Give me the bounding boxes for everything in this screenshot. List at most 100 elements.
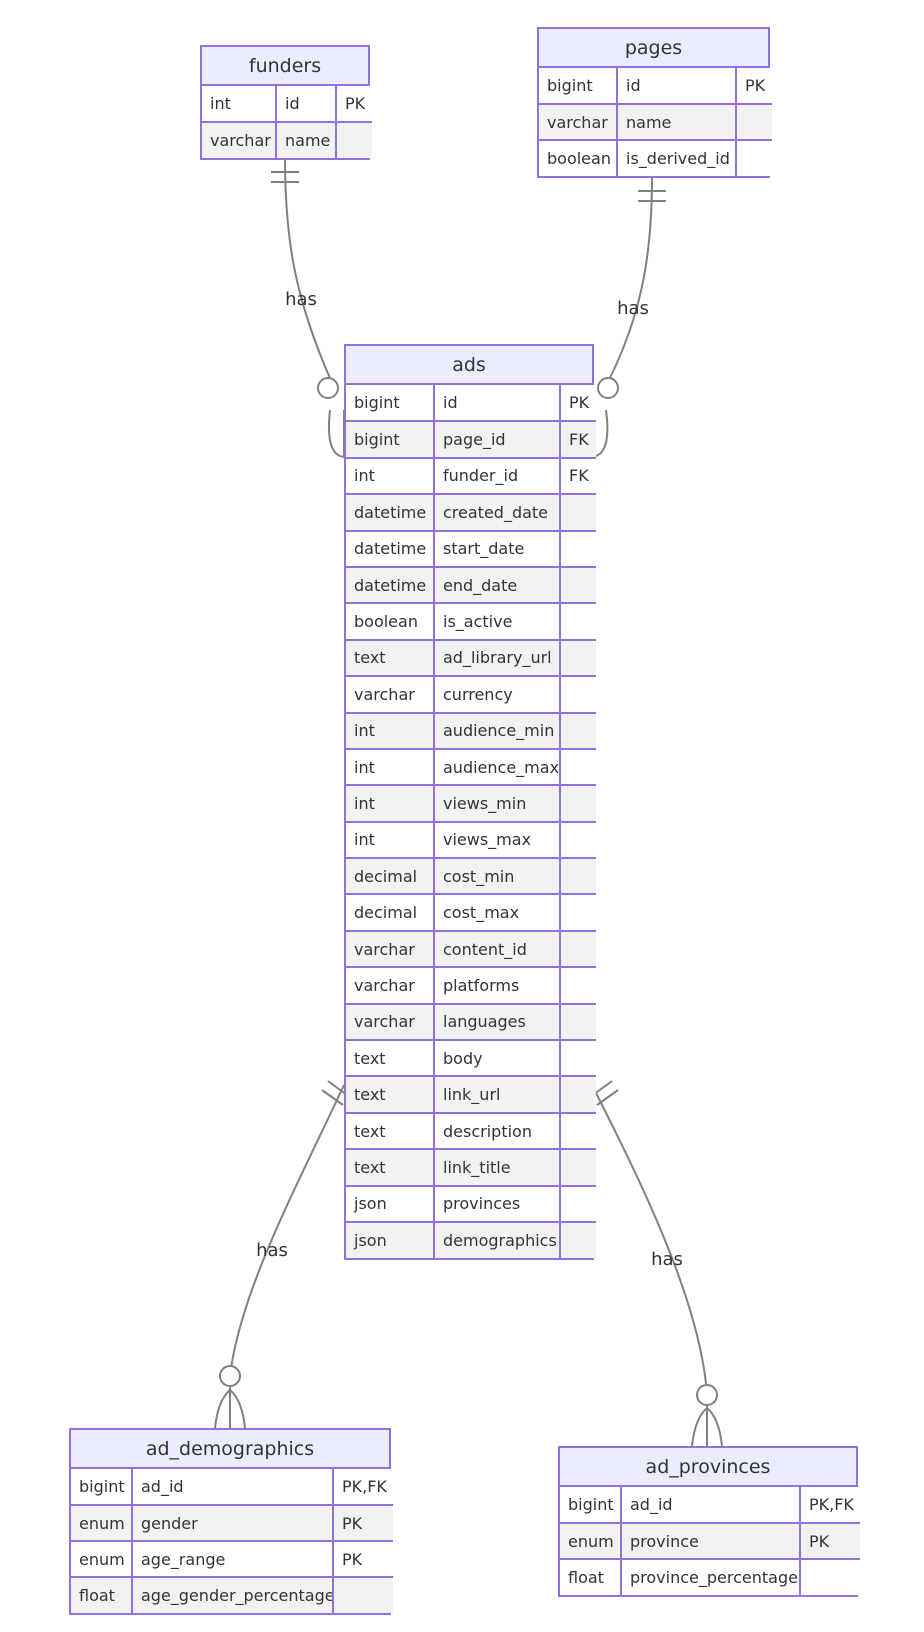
attribute-type: int — [202, 86, 277, 123]
attribute-row: bigint id PK — [539, 68, 772, 105]
attribute-type: json — [346, 1220, 435, 1259]
edge-label-has: has — [651, 1249, 683, 1270]
attribute-key: PK — [332, 1540, 393, 1578]
attribute-name: start_date — [433, 529, 561, 568]
cardinality-zero-mark — [696, 1384, 718, 1406]
attribute-name: link_title — [433, 1148, 561, 1187]
attribute-key: PK — [735, 68, 772, 105]
attribute-row: varchar name — [202, 121, 372, 158]
attribute-name: languages — [433, 1002, 561, 1042]
attribute-type: text — [346, 638, 435, 678]
attribute-name: audience_min — [433, 711, 561, 750]
attribute-key — [559, 565, 596, 605]
cardinality-zero-mark — [597, 377, 619, 399]
cardinality-zero-mark — [219, 1365, 241, 1387]
edge-line — [229, 1084, 345, 1377]
cardinality-one-mark — [327, 1080, 348, 1096]
attribute-key — [559, 1111, 596, 1151]
attribute-key — [559, 493, 596, 532]
attribute-key — [559, 1075, 596, 1114]
entity-ad_demographics[interactable]: ad_demographics bigint ad_id PK,FK enum … — [69, 1428, 393, 1615]
relationship-funders-ads[interactable]: has — [271, 157, 345, 458]
attribute-name: content_id — [433, 929, 561, 969]
attribute-name: age_range — [131, 1540, 334, 1578]
attribute-row: enum province PK — [560, 1522, 860, 1560]
edge-label-has: has — [617, 298, 649, 319]
attribute-name: gender — [131, 1504, 334, 1542]
attribute-name: currency — [433, 675, 561, 714]
attribute-name: cost_max — [433, 893, 561, 932]
attribute-type: int — [346, 747, 435, 787]
attribute-type: float — [71, 1576, 133, 1613]
cardinality-one-mark — [592, 1080, 613, 1096]
attribute-key — [559, 966, 596, 1005]
attribute-name: name — [275, 121, 337, 158]
attribute-type: text — [346, 1075, 435, 1114]
attribute-name: audience_max — [433, 747, 561, 787]
attribute-table: int id PK varchar name — [202, 86, 372, 158]
entity-pages[interactable]: pages bigint id PK varchar name boolean … — [537, 27, 772, 178]
attribute-key — [559, 1148, 596, 1187]
attribute-table: bigint ad_id PK,FK enum province PK floa… — [560, 1487, 860, 1595]
attribute-type: varchar — [539, 103, 618, 141]
attribute-type: varchar — [346, 675, 435, 714]
attribute-row: enum gender PK — [71, 1504, 393, 1542]
attribute-key: FK — [559, 420, 596, 459]
attribute-key — [735, 103, 772, 141]
attribute-type: boolean — [346, 602, 435, 641]
entity-ad_provinces[interactable]: ad_provinces bigint ad_id PK,FK enum pro… — [558, 1446, 860, 1597]
attribute-key — [559, 820, 596, 860]
attribute-name: cost_min — [433, 857, 561, 896]
attribute-type: datetime — [346, 493, 435, 532]
attribute-key — [559, 1184, 596, 1223]
attribute-name: views_max — [433, 820, 561, 860]
attribute-key: PK — [799, 1522, 860, 1560]
attribute-type: decimal — [346, 857, 435, 896]
attribute-type: text — [346, 1111, 435, 1151]
entity-funders[interactable]: funders int id PK varchar name — [200, 45, 372, 160]
attribute-row: float province_percentage — [560, 1558, 860, 1595]
attribute-type: json — [346, 1184, 435, 1223]
attribute-key — [799, 1558, 860, 1595]
attribute-key — [559, 638, 596, 678]
attribute-key — [735, 139, 772, 176]
attribute-key — [559, 711, 596, 750]
cardinality-one-mark — [596, 1089, 619, 1106]
attribute-name: page_id — [433, 420, 561, 459]
attribute-row: varchar name — [539, 103, 772, 141]
cardinality-one-mark — [321, 1089, 344, 1106]
attribute-key — [559, 747, 596, 787]
attribute-key — [559, 1002, 596, 1042]
attribute-key — [332, 1576, 393, 1613]
relationship-pages-ads[interactable]: has — [591, 177, 666, 458]
attribute-row: bigint ad_id PK,FK — [560, 1487, 860, 1524]
attribute-type: varchar — [346, 966, 435, 1005]
relationship-ads-ad_provinces[interactable]: has — [591, 1080, 723, 1447]
attribute-key — [335, 121, 372, 158]
attribute-name: end_date — [433, 565, 561, 605]
attribute-table: bigint ad_id PK,FK enum gender PK enum a… — [71, 1469, 393, 1613]
entity-title: ads — [346, 346, 592, 385]
attribute-type: text — [346, 1039, 435, 1078]
attribute-type: bigint — [346, 385, 435, 423]
attribute-key: PK — [559, 385, 596, 423]
attribute-type: datetime — [346, 565, 435, 605]
attribute-type: varchar — [346, 929, 435, 969]
attribute-key: PK — [335, 86, 372, 123]
attribute-type: decimal — [346, 893, 435, 932]
relationship-ads-ad_demographics[interactable]: has — [214, 1080, 348, 1429]
